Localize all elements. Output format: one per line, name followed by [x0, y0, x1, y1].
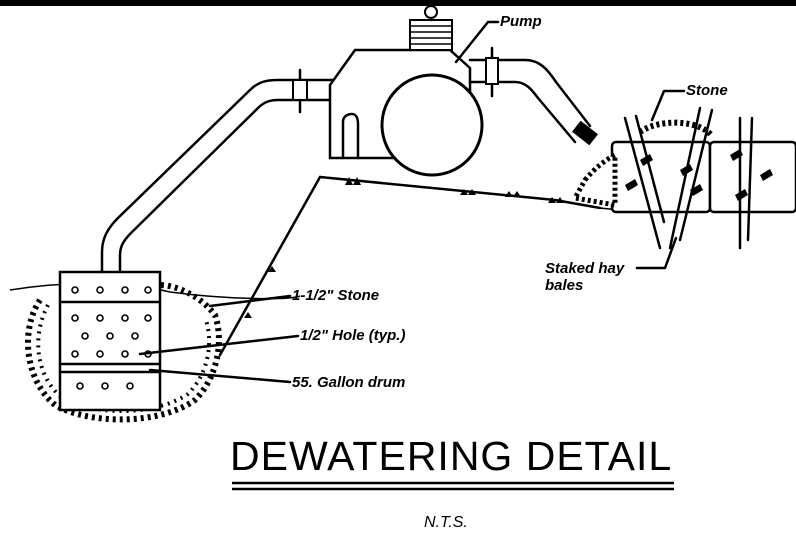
- stone-fill-around-drum: [25, 282, 222, 423]
- callout-stone-top: Stone: [650, 82, 728, 122]
- bale-hatching: [625, 149, 773, 201]
- top-border: [0, 0, 796, 6]
- hole-label: 1/2" Hole (typ.): [300, 327, 405, 344]
- pump: [328, 5, 484, 177]
- drum-holes: [71, 286, 152, 390]
- pump-label: Pump: [500, 13, 542, 30]
- page-title: DEWATERING DETAIL: [230, 433, 672, 479]
- drum-label: 55. Gallon drum: [292, 374, 405, 391]
- suction-coupling: [292, 68, 308, 114]
- stone-label: Stone: [686, 82, 728, 99]
- callout-drum: 55. Gallon drum: [148, 368, 405, 391]
- grass-tufts: [244, 177, 564, 318]
- callout-stone-size: 1-1/2" Stone: [208, 287, 379, 308]
- callout-hole: 1/2" Hole (typ.): [138, 327, 405, 356]
- discharge-pipe: [468, 46, 598, 146]
- staked-hay-bales-label-line2: bales: [545, 277, 583, 294]
- stone-size-label: 1-1/2" Stone: [292, 287, 379, 304]
- hay-bales: [571, 106, 796, 250]
- drum: [58, 270, 162, 412]
- stakes: [623, 106, 754, 250]
- staked-hay-bales-label: Staked hay: [545, 260, 625, 277]
- callout-hay-bales: Staked hay bales: [545, 236, 678, 294]
- scale-note: N.T.S.: [424, 514, 468, 531]
- callout-pump: Pump: [454, 13, 542, 64]
- suction-pipe: [100, 68, 387, 274]
- title-block: DEWATERING DETAIL N.T.S.: [230, 433, 674, 531]
